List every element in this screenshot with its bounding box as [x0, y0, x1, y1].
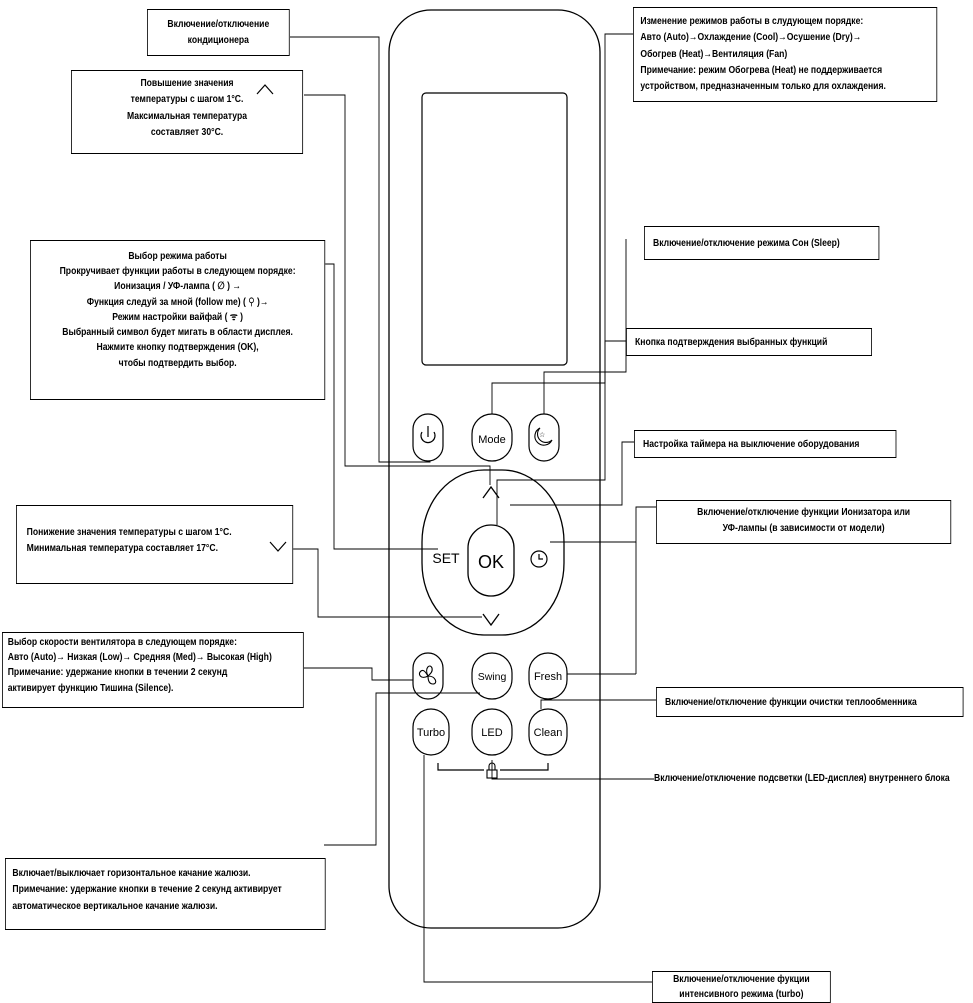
fan-button[interactable] [412, 652, 444, 700]
up-button[interactable] [482, 485, 500, 499]
annotation-fresh: Включение/отключение функции Ионизатора … [656, 500, 952, 544]
annotation-led: Включение/отключение подсветки (LED-дисп… [654, 772, 950, 784]
sleep-button[interactable]: ☆ [528, 413, 560, 462]
down-button[interactable] [482, 613, 500, 627]
annotation-temp-up-line-2: температуры с шагом 1°C. [130, 93, 244, 106]
chevron-down-icon [482, 613, 500, 627]
annotation-clean: Включение/отключение функции очистки теп… [656, 687, 964, 717]
clock-icon [530, 550, 548, 568]
swing-button-label: Swing [478, 671, 507, 683]
chevron-up-icon [482, 485, 500, 499]
led-button-label: LED [481, 727, 502, 739]
leader-lines [290, 33, 656, 983]
annotation-set-line-2: Прокручивает функции работы в следующем … [59, 265, 296, 278]
annotation-temp-down: Понижение значения температуры с шагом 1… [16, 505, 294, 584]
annotation-set-line-5: Режим настройки вайфай ( ᯤ ) [112, 310, 244, 323]
annotation-set-line-7: Нажмите кнопку подтверждения (OK), [96, 341, 259, 354]
clean-button[interactable]: Clean [528, 708, 568, 756]
moon-star-icon: ☆ [534, 427, 553, 446]
annotation-timer: Настройка таймера на выключение оборудов… [634, 430, 897, 458]
annotation-set-line-4: Функция следуй за мной (follow me) ( ⚲ )… [86, 295, 269, 308]
clean-button-label: Clean [534, 727, 563, 739]
annotation-swing-line-1: Включает/выключает горизонтальное качани… [12, 867, 251, 879]
annotation-ok-line-1: Кнопка подтверждения выбранных функций [635, 336, 828, 348]
annotation-ok: Кнопка подтверждения выбранных функций [626, 328, 872, 356]
remote-body [388, 9, 601, 929]
annotation-swing-line-3: автоматическое вертикальное качание жалю… [12, 899, 218, 912]
annotation-power: Включение/отключение кондиционера [147, 9, 290, 56]
svg-text:☆: ☆ [539, 431, 545, 439]
power-button[interactable] [412, 413, 444, 462]
annotation-swing-line-2: Примечание: удержание кнопки в течение 2… [12, 883, 282, 896]
annotation-set-line-3: Ионизация / УФ-лампа ( ∅ ) → [114, 280, 242, 293]
annotation-timer-line-1: Настройка таймера на выключение оборудов… [643, 438, 860, 450]
annotation-set-mode: Выбор режима работы Прокручивает функции… [30, 240, 326, 400]
navigation-ring [421, 469, 565, 636]
annotation-mode-line-3: Обогрев (Heat)→Вентиляция (Fan) [640, 47, 788, 60]
display-screen [421, 92, 568, 366]
set-button[interactable]: SET [432, 550, 460, 566]
annotation-sleep-line-1: Включение/отключение режима Сон (Sleep) [653, 237, 840, 249]
annotation-fresh-line-2: УФ-лампы (в зависимости от модели) [722, 522, 885, 535]
annotation-fan-line-3: Примечание: удержание кнопки в течении 2… [7, 666, 228, 679]
led-button[interactable]: LED [471, 708, 513, 756]
annotation-temp-up-line-4: составляет 30°C. [150, 125, 224, 138]
fan-icon [418, 665, 437, 685]
timer-button[interactable] [530, 550, 548, 568]
annotation-set-line-6: Выбранный символ будет мигать в области … [62, 326, 293, 339]
annotation-fan: Выбор скорости вентилятора в следующем п… [2, 632, 304, 708]
ok-button[interactable]: OK [467, 524, 515, 597]
chevron-down-icon [269, 541, 287, 552]
annotation-sleep: Включение/отключение режима Сон (Sleep) [644, 226, 880, 260]
annotation-set-line-1: Выбор режима работы [128, 250, 227, 262]
mode-button[interactable]: Mode [471, 413, 513, 462]
chevron-up-icon [256, 84, 274, 95]
annotation-set-line-8: чтобы подтвердить выбор. [118, 356, 237, 369]
annotation-fan-line-1: Выбор скорости вентилятора в следующем п… [7, 636, 237, 648]
turbo-button[interactable]: Turbo [412, 708, 450, 756]
power-icon [420, 426, 436, 444]
annotation-power-line-2: кондиционера [187, 34, 249, 47]
annotation-fan-line-4: активирует функцию Тишина (Silence). [7, 681, 174, 694]
ok-button-label: OK [478, 552, 504, 572]
annotation-temp-down-line-2: Минимальная температура составляет 17°C. [26, 542, 218, 555]
annotation-fan-line-2: Авто (Auto)→ Низкая (Low)→ Средняя (Med)… [7, 651, 272, 664]
lock-bracket [437, 763, 549, 771]
annotation-mode-line-5: устройством, предназначенным только для … [640, 80, 886, 93]
turbo-button-label: Turbo [417, 727, 445, 739]
annotation-turbo-line-2: интенсивного режима (turbo) [679, 987, 804, 1000]
annotation-fresh-line-1: Включение/отключение функции Ионизатора … [697, 506, 911, 518]
fresh-button-label: Fresh [534, 671, 562, 683]
annotation-power-line-1: Включение/отключение [167, 18, 270, 30]
annotation-mode-line-1: Изменение режимов работы в слудующем пор… [640, 15, 864, 27]
annotation-clean-line-1: Включение/отключение функции очистки теп… [665, 696, 917, 708]
annotation-temp-up-line-1: Повышение значения [140, 77, 234, 89]
annotation-mode-line-2: Авто (Auto)→Охлаждение (Cool)→Осушение (… [640, 31, 862, 44]
fresh-button[interactable]: Fresh [528, 652, 568, 700]
annotation-mode: Изменение режимов работы в слудующем пор… [633, 7, 938, 102]
annotation-turbo: Включение/отключение фукции интенсивного… [652, 971, 831, 1003]
annotation-mode-line-4: Примечание: режим Обогрева (Heat) не под… [640, 63, 883, 76]
annotation-swing: Включает/выключает горизонтальное качани… [5, 858, 326, 930]
mode-button-label: Mode [478, 434, 506, 446]
swing-button[interactable]: Swing [471, 652, 513, 700]
annotation-temp-up: Повышение значения температуры с шагом 1… [71, 70, 304, 154]
annotation-temp-down-line-1: Понижение значения температуры с шагом 1… [26, 526, 232, 538]
annotation-turbo-line-1: Включение/отключение фукции [673, 973, 810, 985]
annotation-temp-up-line-3: Максимальная температура [127, 109, 248, 122]
